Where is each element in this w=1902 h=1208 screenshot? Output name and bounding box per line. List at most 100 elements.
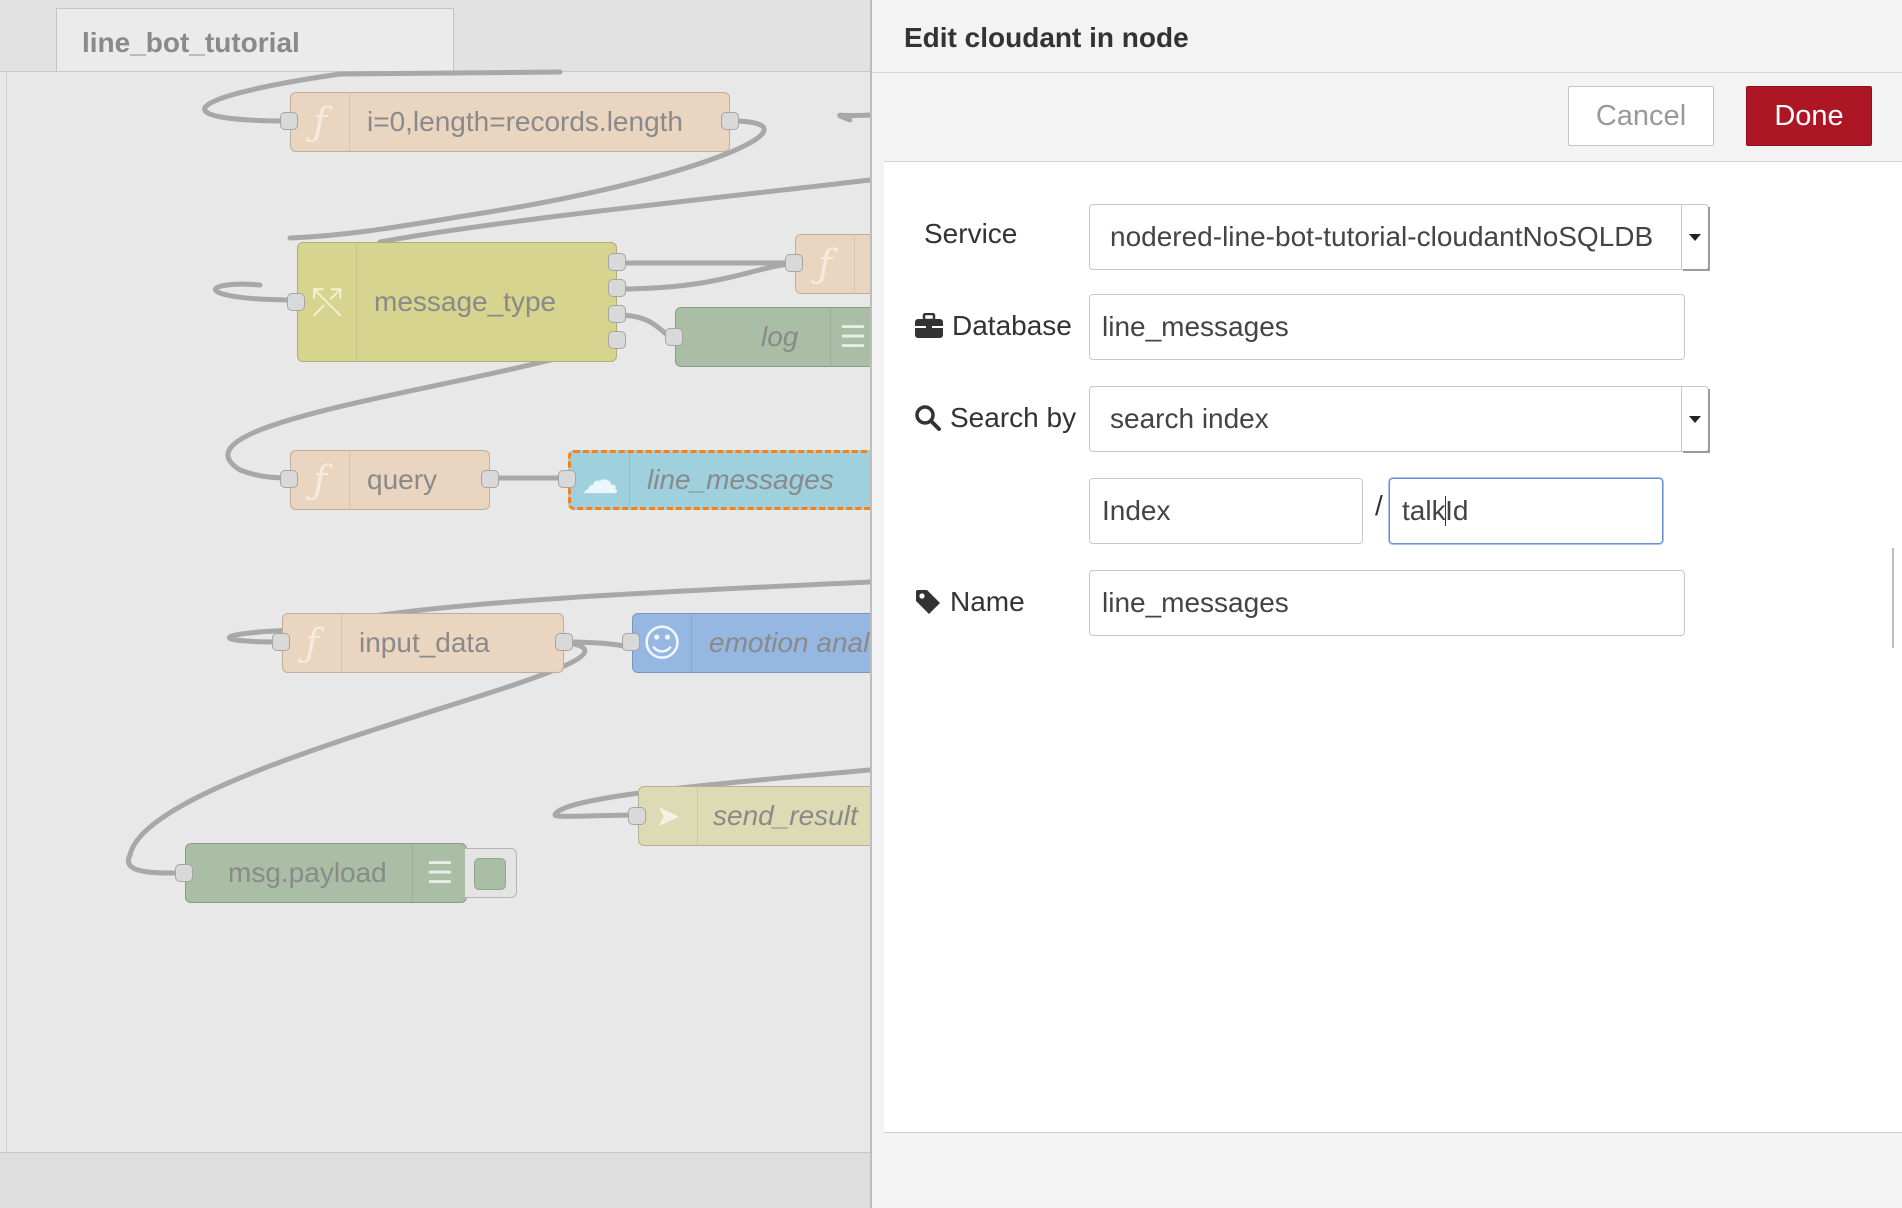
search-icon	[915, 405, 941, 431]
output-port[interactable]	[608, 279, 626, 297]
function-node-input-data[interactable]: ƒ input_data	[282, 613, 564, 673]
tab-label: line_bot_tutorial	[82, 27, 300, 58]
index-separator: /	[1375, 490, 1383, 521]
node-label: msg.payload	[228, 857, 387, 888]
service-select[interactable]: nodered-line-bot-tutorial-cloudantNoSQLD…	[1089, 204, 1709, 270]
node-label: emotion anal	[709, 627, 870, 658]
text-cursor	[1444, 496, 1447, 526]
editor-form: Service nodered-line-bot-tutorial-clouda…	[884, 162, 1902, 1133]
send-icon: ➤	[639, 787, 698, 845]
output-port[interactable]	[555, 633, 573, 651]
search-by-label: Search by	[914, 398, 1076, 438]
toggle-indicator	[474, 858, 506, 890]
canvas-edge	[6, 72, 7, 1152]
wire	[347, 579, 870, 623]
wire	[226, 627, 303, 645]
tab-line-bot-tutorial[interactable]: line_bot_tutorial	[56, 8, 454, 71]
service-label-text: Service	[924, 218, 1018, 249]
node-label: query	[367, 464, 438, 495]
search-by-select[interactable]: search index	[1089, 386, 1709, 452]
wire	[202, 69, 563, 124]
search-by-value: search index	[1110, 403, 1269, 434]
database-label-text: Database	[952, 310, 1072, 341]
function-icon: ƒ	[283, 614, 342, 672]
wire	[377, 177, 870, 245]
design-doc-value: Index	[1102, 495, 1171, 526]
node-label: line_messages	[647, 464, 834, 495]
database-input[interactable]: line_messages	[1089, 294, 1685, 360]
output-port[interactable]	[481, 470, 499, 488]
tab-bar: line_bot_tutorial	[0, 0, 870, 72]
function-icon: ƒ	[796, 235, 855, 293]
node-label: send_result	[713, 800, 858, 831]
chevron-down-icon	[1689, 415, 1701, 423]
node-label: i=0,length=records.length	[367, 106, 683, 137]
wire	[552, 767, 870, 819]
canvas-footer	[0, 1152, 870, 1208]
input-port[interactable]	[628, 807, 646, 825]
service-label: Service	[924, 214, 1017, 254]
cancel-button[interactable]: Cancel	[1568, 86, 1714, 146]
wire	[213, 281, 300, 303]
name-input[interactable]: line_messages	[1089, 570, 1685, 636]
wire	[837, 112, 870, 123]
input-port[interactable]	[175, 864, 193, 882]
name-label-text: Name	[950, 586, 1025, 617]
debug-toggle-button[interactable]	[465, 848, 517, 898]
database-label: Database	[914, 306, 1072, 346]
debug-node-msg-payload[interactable]: msg.payload ☰	[185, 843, 467, 903]
emotion-analysis-node[interactable]: ☺ emotion anal	[632, 613, 870, 673]
search-by-dropdown-toggle[interactable]	[1681, 387, 1708, 451]
node-label: input_data	[359, 627, 490, 658]
design-doc-input[interactable]: Index	[1089, 478, 1363, 544]
function-icon: ƒ	[291, 451, 350, 509]
function-node-loop[interactable]: ƒ i=0,length=records.length	[290, 92, 730, 152]
wire	[287, 118, 767, 241]
search-by-label-text: Search by	[950, 402, 1077, 433]
cloudant-node-line-messages[interactable]: ☁ line_messages	[568, 450, 870, 510]
index-name-value-start: talk	[1402, 495, 1446, 526]
send-result-node[interactable]: ➤ send_result	[638, 786, 870, 846]
database-value: line_messages	[1102, 311, 1289, 342]
flow-workspace: line_bot_tutorial ƒ i=0,length=records.l…	[0, 0, 870, 1208]
editor-footer	[884, 1133, 1902, 1208]
input-port[interactable]	[272, 633, 290, 651]
tag-icon	[916, 590, 940, 614]
done-button[interactable]: Done	[1746, 86, 1872, 146]
input-port[interactable]	[287, 293, 305, 311]
input-port[interactable]	[622, 633, 640, 651]
chevron-down-icon	[1689, 233, 1701, 241]
input-port[interactable]	[558, 470, 576, 488]
name-label: Name	[914, 582, 1025, 622]
switch-node-message-type[interactable]: ⤲ message_type	[297, 242, 617, 362]
service-dropdown-toggle[interactable]	[1681, 205, 1708, 269]
output-port[interactable]	[608, 331, 626, 349]
input-port[interactable]	[280, 112, 298, 130]
input-port[interactable]	[785, 254, 803, 272]
panel-resize-handle[interactable]	[1892, 548, 1894, 648]
node-label: log	[761, 321, 799, 352]
debug-node-log[interactable]: log ☰	[675, 307, 870, 367]
node-label: message_type	[374, 286, 557, 317]
node-editor-panel: Edit cloudant in node Cancel Done Servic…	[870, 0, 1902, 1208]
service-value: nodered-line-bot-tutorial-cloudantNoSQLD…	[1110, 221, 1654, 252]
index-name-value-end: Id	[1445, 495, 1469, 526]
editor-title: Edit cloudant in node	[904, 22, 1189, 53]
function-node-query[interactable]: ƒ query	[290, 450, 490, 510]
function-node-partial[interactable]: ƒ	[795, 234, 870, 294]
wire	[614, 260, 798, 292]
wire	[126, 639, 588, 876]
list-icon: ☰	[412, 844, 467, 902]
output-port[interactable]	[721, 112, 739, 130]
list-icon: ☰	[830, 308, 870, 366]
input-port[interactable]	[280, 470, 298, 488]
editor-header: Edit cloudant in node	[872, 0, 1902, 73]
output-port[interactable]	[608, 305, 626, 323]
wire	[225, 337, 620, 481]
output-port[interactable]	[608, 253, 626, 271]
input-port[interactable]	[665, 328, 683, 346]
wires-layer	[126, 69, 870, 876]
emotion-icon: ☺	[633, 614, 692, 672]
name-value: line_messages	[1102, 587, 1289, 618]
